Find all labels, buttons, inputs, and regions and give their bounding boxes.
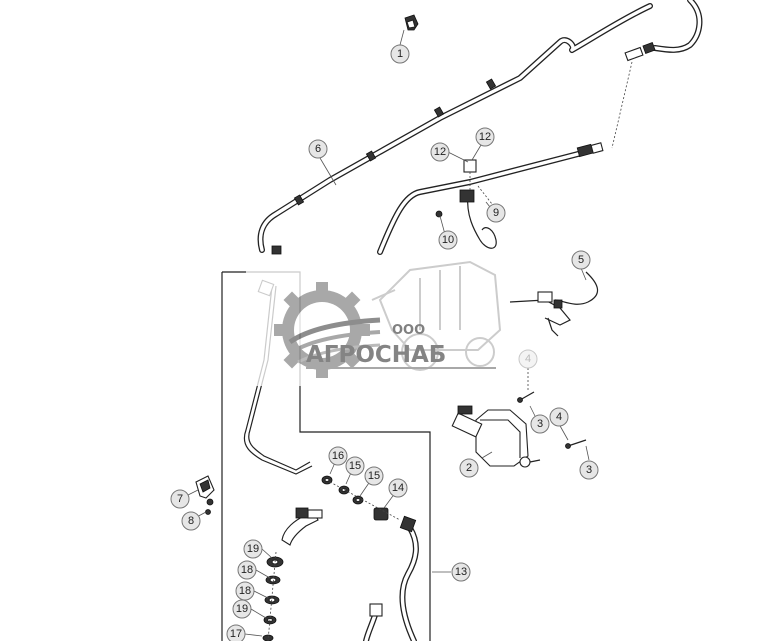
callout-3-upper-label: 3 xyxy=(537,418,543,430)
callout-18-lower-label: 18 xyxy=(239,585,251,597)
seals-row xyxy=(321,475,401,521)
callout-6-label: 6 xyxy=(315,143,321,155)
callout-14: 14 xyxy=(388,478,408,498)
callout-4-faded: 4 xyxy=(518,349,538,369)
watermark-gear-icon xyxy=(274,282,381,378)
callout-3-lower: 3 xyxy=(579,460,599,480)
callout-4-faded-label: 4 xyxy=(525,353,531,365)
callout-13: 13 xyxy=(451,562,471,582)
callout-3-lower-label: 3 xyxy=(586,464,592,476)
callout-4: 4 xyxy=(549,407,569,427)
inset-fitting-elbow xyxy=(281,507,323,546)
callout-7: 7 xyxy=(170,489,190,509)
callout-12-right-label: 12 xyxy=(479,131,491,143)
callout-10-label: 10 xyxy=(442,234,454,246)
callout-19-lower: 19 xyxy=(232,599,252,619)
callout-8: 8 xyxy=(181,511,201,531)
callout-9: 9 xyxy=(486,203,506,223)
watermark: ООО АГРОСНАБ xyxy=(246,256,508,386)
callout-18-lower: 18 xyxy=(235,581,255,601)
watermark-prefix: ООО xyxy=(392,323,425,338)
callout-7-label: 7 xyxy=(177,493,183,505)
callout-2: 2 xyxy=(459,458,479,478)
part-1-clip xyxy=(404,14,419,31)
callout-15-left: 15 xyxy=(345,456,365,476)
callout-5-label: 5 xyxy=(578,254,584,266)
watermark-company-name: АГРОСНАБ xyxy=(306,342,446,368)
watermark-combine-icon xyxy=(371,260,502,371)
callout-16: 16 xyxy=(328,446,348,466)
callout-12-left-label: 12 xyxy=(434,146,446,158)
callout-15-right-label: 15 xyxy=(368,470,380,482)
part-7-bracket xyxy=(195,475,215,515)
callout-15-left-label: 15 xyxy=(349,460,361,472)
callout-17-label: 17 xyxy=(230,628,242,640)
callout-12-left: 12 xyxy=(430,142,450,162)
callout-8-label: 8 xyxy=(188,515,194,527)
callout-14-label: 14 xyxy=(392,482,404,494)
part-5-harness xyxy=(509,271,599,337)
callout-1-label: 1 xyxy=(397,48,403,60)
hose-assembly-6 xyxy=(257,0,703,255)
callout-12-right: 12 xyxy=(475,127,495,147)
callout-19-upper: 19 xyxy=(243,539,263,559)
callout-6: 6 xyxy=(308,139,328,159)
callout-4-label: 4 xyxy=(556,411,562,423)
callout-19-lower-label: 19 xyxy=(236,603,248,615)
callout-13-label: 13 xyxy=(455,566,467,578)
callout-17: 17 xyxy=(226,624,246,641)
callout-3-upper: 3 xyxy=(530,414,550,434)
callout-9-label: 9 xyxy=(493,207,499,219)
callout-19-upper-label: 19 xyxy=(247,543,259,555)
callout-2-label: 2 xyxy=(466,462,472,474)
washers-stack xyxy=(262,551,284,641)
callout-5: 5 xyxy=(571,250,591,270)
hose-assembly-9 xyxy=(377,142,604,255)
hose-13 xyxy=(363,515,419,641)
callout-18-upper: 18 xyxy=(237,560,257,580)
callout-1: 1 xyxy=(390,44,410,64)
callout-15-right: 15 xyxy=(364,466,384,486)
part-2-canister xyxy=(451,356,587,468)
callout-18-upper-label: 18 xyxy=(241,564,253,576)
callout-10: 10 xyxy=(438,230,458,250)
callout-16-label: 16 xyxy=(332,450,344,462)
